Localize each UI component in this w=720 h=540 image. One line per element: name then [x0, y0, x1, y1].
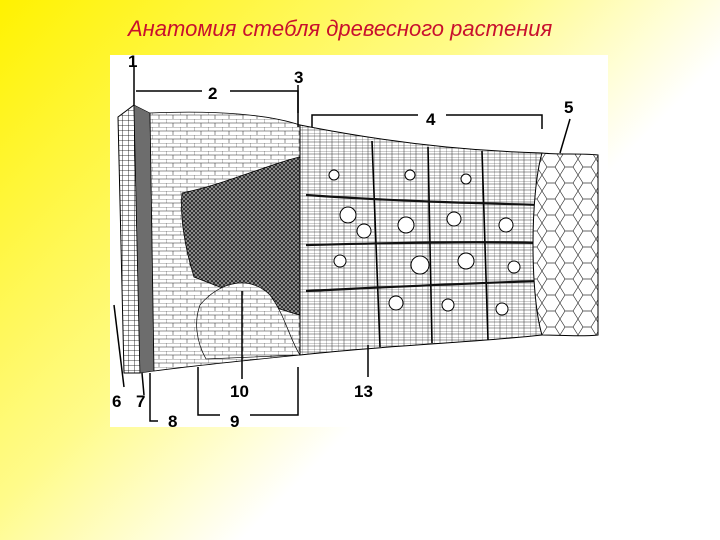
label-13: 13: [354, 382, 373, 401]
label-6: 6: [112, 392, 121, 411]
pith: [533, 153, 598, 336]
label-7: 7: [136, 392, 145, 411]
stem-anatomy-figure: 1 2 3 4 5 6 7 8 9 10 13: [110, 55, 608, 427]
label-4: 4: [426, 110, 436, 129]
label-1: 1: [128, 55, 137, 71]
xylem-wood: [300, 125, 542, 355]
label-9: 9: [230, 412, 239, 427]
label-10: 10: [230, 382, 249, 401]
label-5: 5: [564, 98, 573, 117]
label-2: 2: [208, 84, 217, 103]
slide-title: Анатомия стебля древесного растения: [128, 16, 552, 42]
label-3: 3: [294, 68, 303, 87]
label-8: 8: [168, 412, 177, 427]
